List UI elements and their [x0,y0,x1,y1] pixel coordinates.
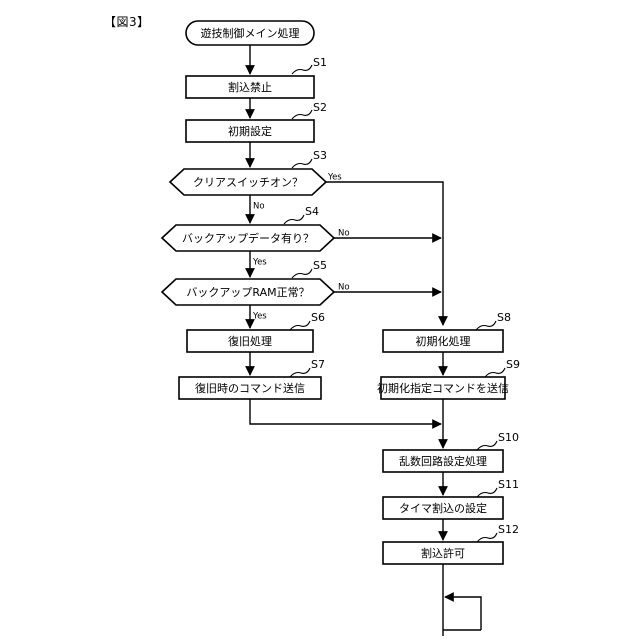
node-s1[interactable]: 割込禁止 [185,75,315,99]
connector-loop-back [444,592,482,630]
branch-label-s5-yes: Yes [252,312,267,322]
node-s6[interactable]: 復旧処理 [186,329,314,353]
node-s10-label: 乱数回路設定処理 [399,454,487,468]
node-s11[interactable]: タイマ割込の設定 [382,496,504,520]
leader-s8 [475,320,497,331]
step-label-s4: S4 [305,205,319,218]
node-s1-label: 割込禁止 [228,80,272,94]
node-s12-label: 割込許可 [421,546,465,560]
node-s4-label: バックアップデータ有り？ [182,231,314,245]
node-s4[interactable]: バックアップデータ有り？ [160,224,336,252]
node-s9[interactable]: 初期化指定コマンドを送信 [377,376,509,400]
connector-s3-yes-to-rail [326,181,448,326]
step-label-s9: S9 [506,358,520,371]
node-s7[interactable]: 復旧時のコマンド送信 [178,376,322,400]
node-s3[interactable]: クリアスイッチオン？ [168,168,328,196]
connector-s7-merge-to-rail [249,399,442,429]
node-s10[interactable]: 乱数回路設定処理 [382,449,504,473]
node-s5[interactable]: バックアップRAM正常？ [160,278,336,306]
step-label-s5: S5 [313,259,327,272]
leader-s9 [484,367,506,378]
branch-label-layer: Yes No No Yes No Yes [252,173,350,322]
leader-s7 [289,367,311,378]
branch-label-s3-no: No [253,202,265,212]
leader-s11 [476,487,498,498]
node-start-label: 遊技制御メイン処理 [201,26,300,40]
step-label-s12: S12 [498,523,519,536]
node-s2-label: 初期設定 [228,124,272,138]
step-label-layer: S1 S2 S3 S4 S5 S6 S7 S8 S9 S10 S11 S12 [283,56,520,543]
step-label-s10: S10 [498,431,519,444]
step-label-s8: S8 [497,311,511,324]
node-s11-label: タイマ割込の設定 [399,501,487,515]
node-s5-label: バックアップRAM正常？ [186,286,309,299]
node-s12[interactable]: 割込許可 [382,541,504,565]
node-start[interactable]: 遊技制御メイン処理 [185,20,315,46]
branch-label-s5-no: No [338,283,350,293]
node-s9-label: 初期化指定コマンドを送信 [377,381,509,395]
step-label-s2: S2 [313,101,327,114]
connector-layer [245,45,482,636]
branch-label-s3-yes: Yes [327,173,342,183]
node-s8[interactable]: 初期化処理 [382,329,504,353]
node-s2[interactable]: 初期設定 [185,119,315,143]
node-s7-label: 復旧時のコマンド送信 [195,381,305,395]
step-label-s11: S11 [498,478,519,491]
node-s6-label: 復旧処理 [228,335,272,348]
leader-s5 [291,268,313,279]
leader-s1 [291,64,313,75]
step-label-s3: S3 [313,149,327,162]
node-layer: 遊技制御メイン処理 割込禁止 初期設定 クリアスイッチオン？ バックアップデータ… [160,20,509,565]
leader-s2 [291,109,313,120]
step-label-s7: S7 [311,358,325,371]
figure-number-label: 【図3】 [104,15,150,29]
leader-s10 [476,440,498,451]
node-s8-label: 初期化処理 [416,334,471,348]
leader-s3 [291,158,313,169]
branch-label-s4-no: No [338,229,350,239]
step-label-s1: S1 [313,56,327,69]
leader-s6 [289,320,311,331]
leader-s4 [283,214,305,225]
step-label-s6: S6 [311,311,325,324]
node-s3-label: クリアスイッチオン？ [193,176,303,189]
branch-label-s4-yes: Yes [252,258,267,268]
leader-s12 [476,532,498,543]
